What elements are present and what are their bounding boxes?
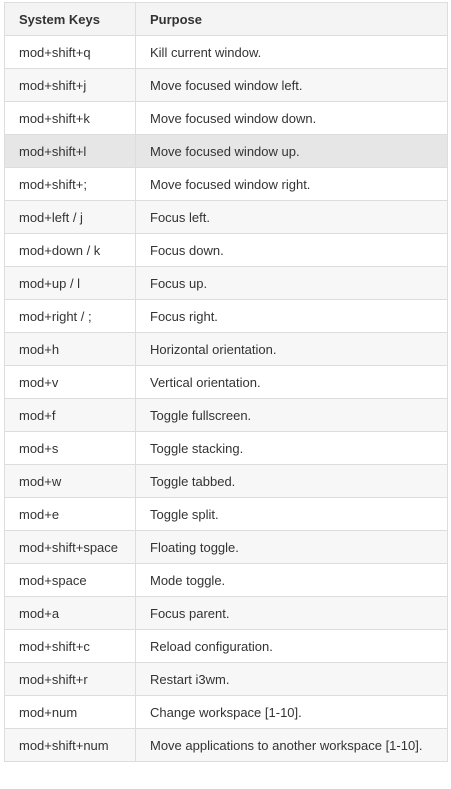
key-combo-cell: mod+shift+l [4,134,136,168]
key-combo-cell: mod+left / j [4,200,136,234]
purpose-cell: Mode toggle. [135,563,448,597]
purpose-cell: Change workspace [1-10]. [135,695,448,729]
key-combo-cell: mod+shift+k [4,101,136,135]
key-combo-cell: mod+e [4,497,136,531]
purpose-cell: Horizontal orientation. [135,332,448,366]
key-combo-cell: mod+up / l [4,266,136,300]
key-combo-cell: mod+shift+j [4,68,136,102]
key-combo-cell: mod+shift+space [4,530,136,564]
purpose-cell: Toggle stacking. [135,431,448,465]
key-combo-cell: mod+a [4,596,136,630]
header-purpose: Purpose [135,2,448,36]
purpose-cell: Toggle split. [135,497,448,531]
purpose-cell: Focus up. [135,266,448,300]
purpose-cell: Reload configuration. [135,629,448,663]
key-combo-cell: mod+w [4,464,136,498]
key-combo-cell: mod+space [4,563,136,597]
purpose-cell: Toggle fullscreen. [135,398,448,432]
purpose-cell: Move applications to another workspace [… [135,728,448,762]
key-combo-cell: mod+s [4,431,136,465]
purpose-cell: Focus parent. [135,596,448,630]
key-combo-cell: mod+num [4,695,136,729]
table-row: mod+right / ;Focus right. [4,299,448,333]
purpose-cell: Vertical orientation. [135,365,448,399]
key-combo-cell: mod+shift+; [4,167,136,201]
key-combo-cell: mod+shift+q [4,35,136,69]
key-combo-cell: mod+down / k [4,233,136,267]
key-combo-cell: mod+shift+num [4,728,136,762]
purpose-cell: Move focused window up. [135,134,448,168]
purpose-cell: Focus down. [135,233,448,267]
purpose-cell: Toggle tabbed. [135,464,448,498]
purpose-cell: Restart i3wm. [135,662,448,696]
key-combo-cell: mod+h [4,332,136,366]
key-combo-cell: mod+shift+c [4,629,136,663]
table-header-row: System Keys Purpose [4,2,448,36]
key-combo-cell: mod+v [4,365,136,399]
key-combo-cell: mod+f [4,398,136,432]
purpose-cell: Focus right. [135,299,448,333]
purpose-cell: Floating toggle. [135,530,448,564]
purpose-cell: Move focused window down. [135,101,448,135]
purpose-cell: Kill current window. [135,35,448,69]
table-header: System Keys Purpose [4,2,448,36]
header-system-keys: System Keys [4,2,136,36]
purpose-cell: Move focused window right. [135,167,448,201]
key-combo-cell: mod+shift+r [4,662,136,696]
purpose-cell: Move focused window left. [135,68,448,102]
table-row: mod+shift+;Move focused window right. [4,167,448,201]
purpose-cell: Focus left. [135,200,448,234]
key-combo-cell: mod+right / ; [4,299,136,333]
